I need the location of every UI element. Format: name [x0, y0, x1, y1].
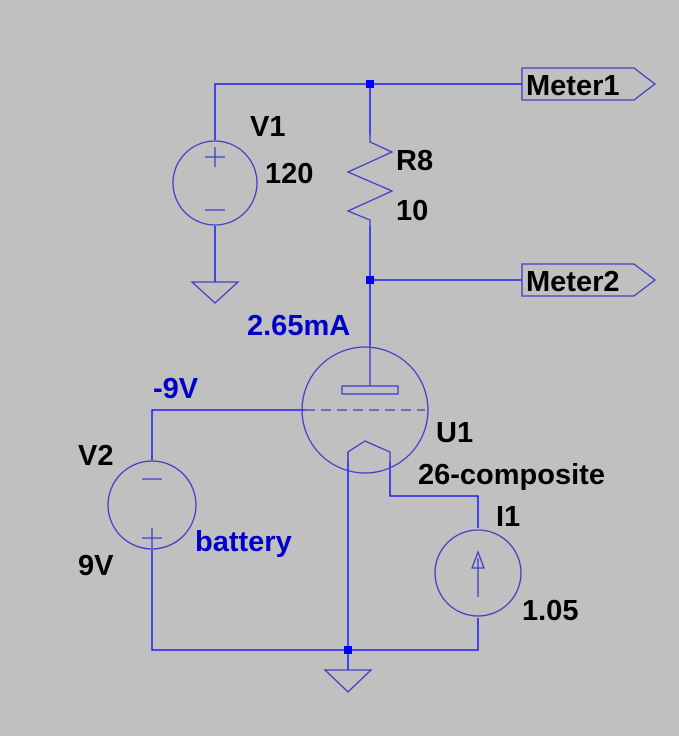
v2-plus-sign [142, 528, 162, 548]
u1-heater [347, 440, 391, 462]
wire-heater-i1[interactable] [389, 462, 479, 528]
meter1-text: Meter1 [526, 70, 620, 102]
v2-name: V2 [78, 440, 113, 472]
i1-name: I1 [496, 501, 520, 533]
ground-symbol-v1 [190, 281, 240, 304]
v2-body [107, 460, 197, 550]
voltage-source-v2[interactable] [107, 460, 197, 550]
net-label-meter2[interactable]: Meter2 [521, 263, 657, 298]
current-source-i1[interactable] [434, 529, 522, 617]
u1-name: U1 [436, 417, 473, 449]
v1-name: V1 [250, 111, 285, 143]
anode-current-annotation: 2.65mA [247, 310, 350, 342]
v1-body [172, 140, 258, 226]
wire-grid[interactable] [151, 409, 305, 460]
meter2-text: Meter2 [526, 266, 620, 298]
triode-tube-u1[interactable] [301, 345, 429, 474]
u1-model: 26-composite [418, 459, 605, 491]
r8-name: R8 [396, 145, 433, 177]
wire-bottom-rail[interactable] [151, 550, 479, 651]
voltage-source-v1[interactable] [172, 140, 258, 226]
r8-value: 10 [396, 195, 428, 227]
v1-value: 120 [265, 158, 313, 190]
resistor-r8[interactable] [346, 135, 394, 226]
v2-value: 9V [78, 550, 114, 582]
junction-mid [366, 276, 374, 284]
junction-bottom [344, 646, 352, 654]
meter1-flag [521, 67, 657, 101]
i1-value: 1.05 [522, 595, 578, 627]
i1-arrow-icon [471, 550, 485, 569]
junctions [344, 80, 374, 654]
wire-top-rail[interactable] [214, 83, 522, 140]
v1-plus-sign [205, 147, 225, 167]
net-label-meter1[interactable]: Meter1 [521, 67, 657, 102]
ground-symbol-bottom [323, 669, 373, 693]
u1-envelope [301, 346, 429, 474]
r8-zigzag [346, 135, 394, 226]
meter2-flag [521, 263, 657, 297]
junction-top [366, 80, 374, 88]
grid-voltage-annotation: -9V [153, 373, 199, 405]
v2-comment: battery [195, 526, 292, 558]
u1-plate [341, 385, 399, 395]
wires [151, 83, 522, 670]
i1-body [434, 529, 522, 617]
